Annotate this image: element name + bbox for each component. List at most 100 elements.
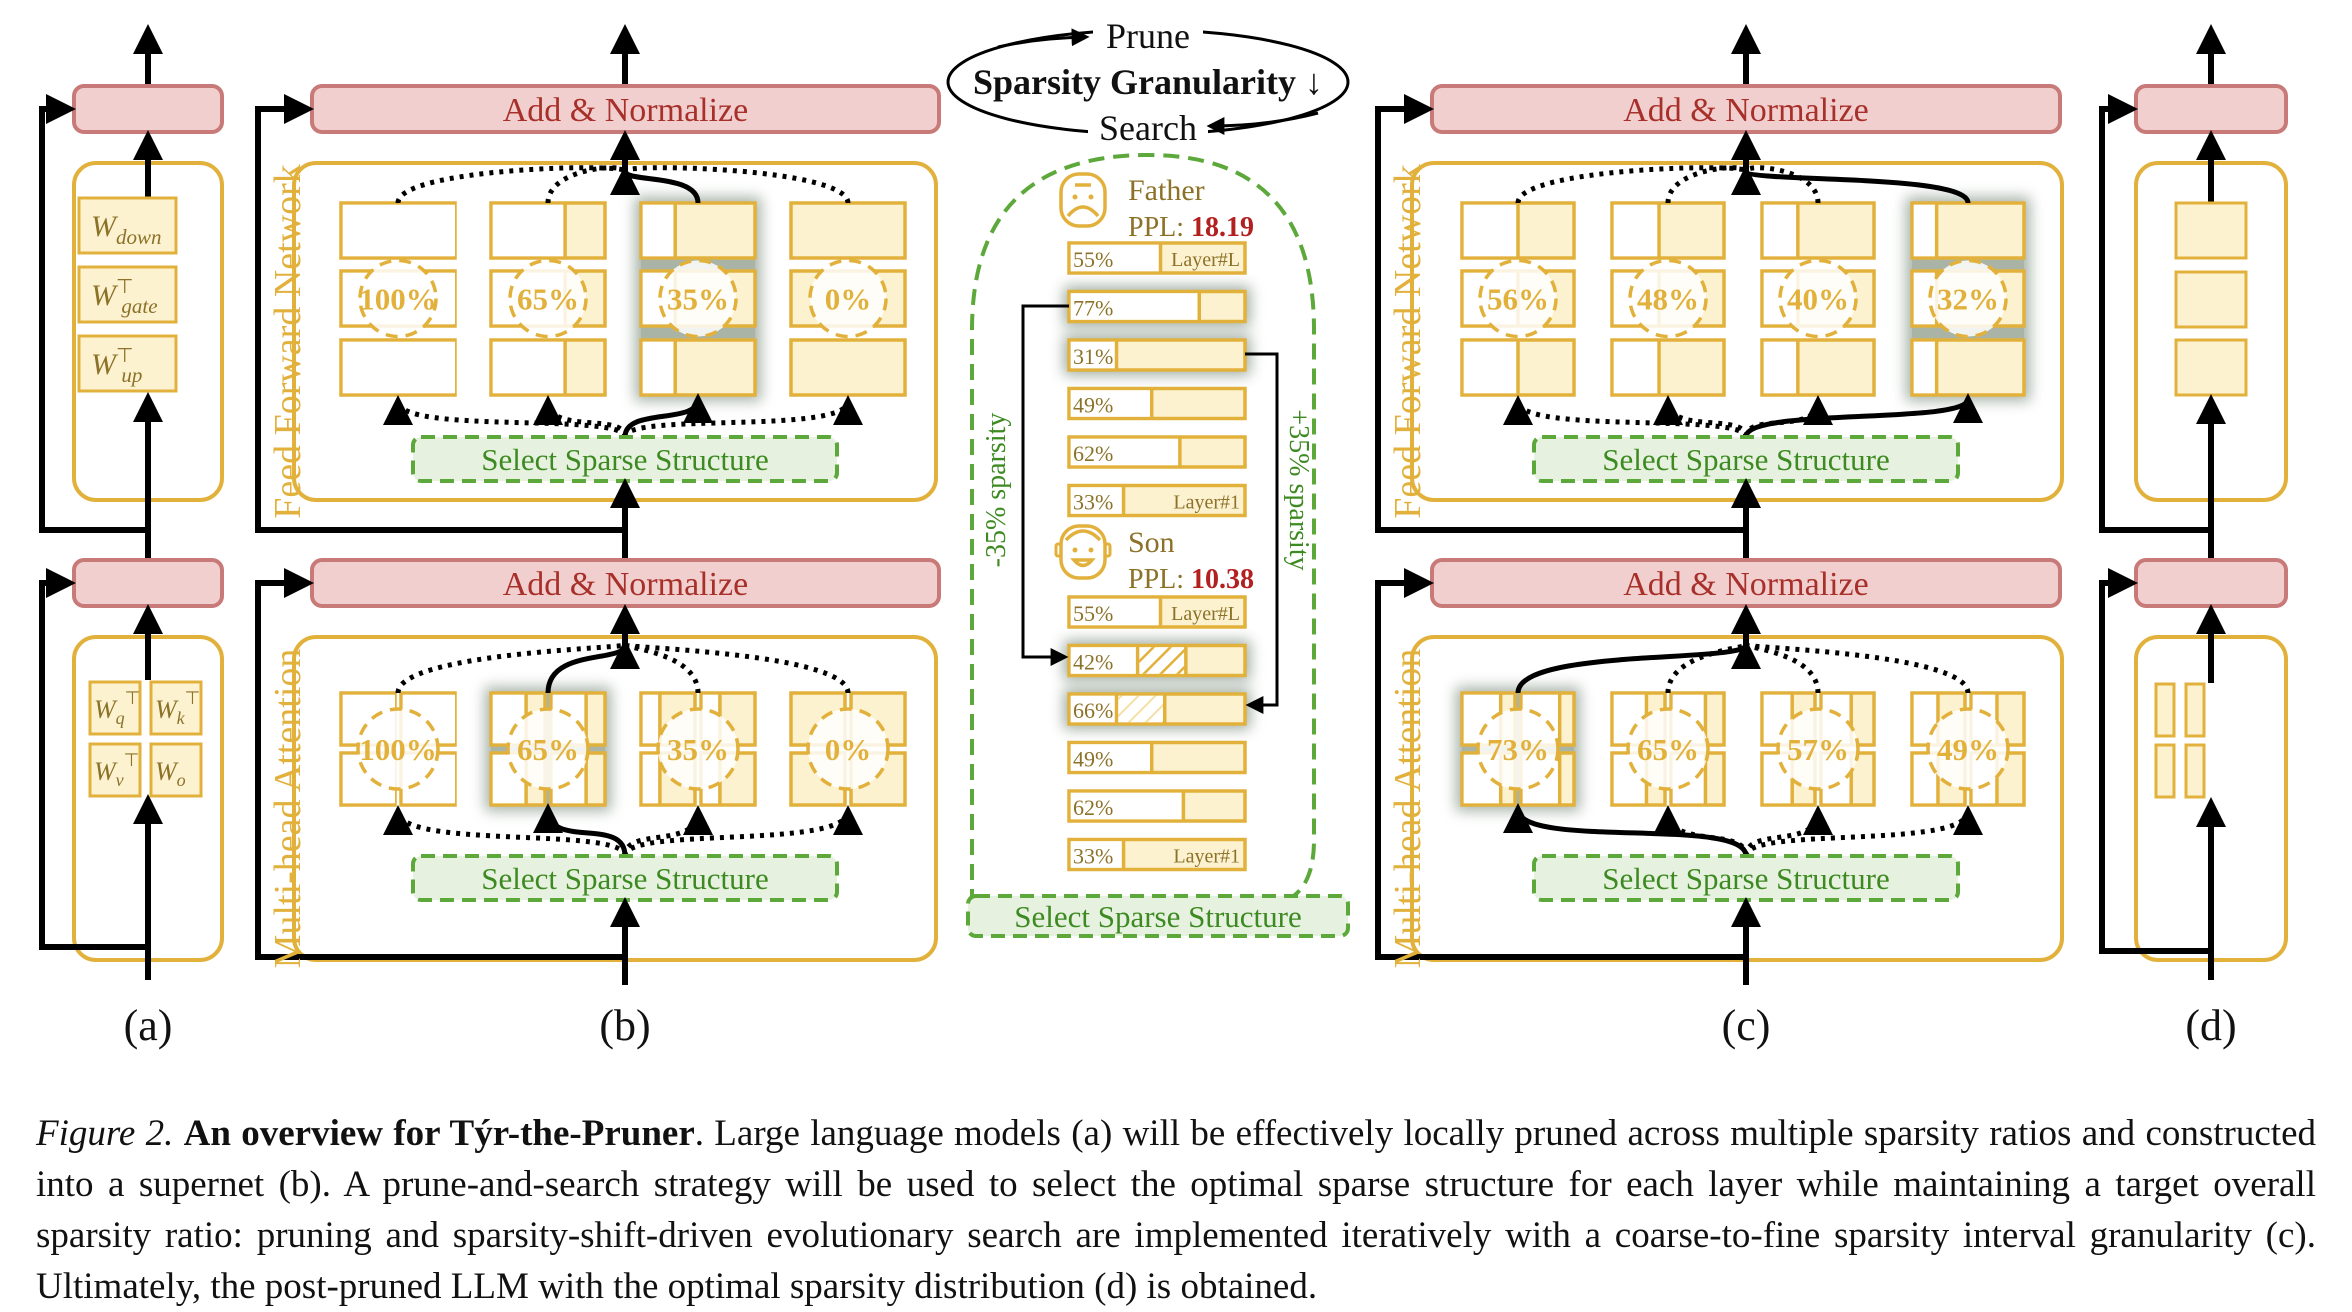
layer-kept-part xyxy=(1070,598,1161,626)
layer-kept-part xyxy=(1070,390,1152,417)
layer-kept-part xyxy=(1070,244,1161,272)
pruned-ffn-block xyxy=(2174,201,2248,260)
residual-skip-arrow xyxy=(1375,568,1746,960)
minus-sparsity-arrow xyxy=(1021,304,1069,666)
residual-skip-arrow xyxy=(39,94,148,533)
sparsity-ratio-label: 35% xyxy=(667,282,729,317)
layer-sparsity-label: 31% xyxy=(1073,344,1113,369)
prune-label: Prune xyxy=(1106,16,1190,56)
candidate-path-out xyxy=(1743,165,1821,204)
sparsity-circle xyxy=(658,258,738,339)
sparsity-circle xyxy=(656,707,740,791)
sparsity-ratio-label: 100% xyxy=(359,282,437,317)
caption-figure-label: Figure 2. xyxy=(36,1113,174,1154)
search-select-sparse-structure-box xyxy=(966,894,1350,938)
ffn-vertical-label: Feed Forward Network xyxy=(1387,164,1429,519)
ffn-kept-part xyxy=(1763,341,1798,394)
weight-matrix-box xyxy=(88,742,142,798)
layer-kept-part xyxy=(1070,341,1117,369)
sparsity-ratio-label: 56% xyxy=(1487,282,1549,317)
attention-kept-part xyxy=(642,694,660,744)
ffn-kept-part xyxy=(642,341,676,394)
weight-matrix-label: Wv⊤ xyxy=(94,750,139,790)
layer-sparsity-label: 42% xyxy=(1073,650,1113,675)
sparsity-ratio-label: 65% xyxy=(1637,732,1699,767)
ffn-kept-part xyxy=(642,204,676,257)
layer-sparsity-label: 49% xyxy=(1073,747,1113,772)
panel-label-a: (a) xyxy=(124,1001,173,1050)
add-normalize-box xyxy=(72,84,224,134)
cycle-gap xyxy=(1093,18,1203,58)
candidate-path-out xyxy=(395,165,628,204)
sparsity-ratio-label: 35% xyxy=(667,732,729,767)
sparsity-circle xyxy=(508,258,588,339)
main-layer xyxy=(39,18,2288,985)
add-normalize-label: Add & Normalize xyxy=(503,92,749,129)
eye xyxy=(1088,194,1094,200)
candidate-path-in xyxy=(1653,395,1749,438)
ppl-value: 18.19 xyxy=(1191,212,1254,243)
eye xyxy=(1072,194,1078,200)
residual-skip-arrow xyxy=(2099,94,2211,533)
sparsity-ratio-label: 40% xyxy=(1787,282,1849,317)
pruned-head-block xyxy=(2154,743,2176,799)
weight-matrix-label: Wq⊤ xyxy=(94,688,140,728)
layer-index-label: Layer#1 xyxy=(1173,492,1240,514)
weight-matrix-box xyxy=(149,680,203,736)
sparsity-shift-hatch xyxy=(1118,695,1165,723)
ffn-weight-block xyxy=(789,338,907,397)
layer-index-label: Layer#L xyxy=(1171,603,1240,625)
layer-sparsity-label: 33% xyxy=(1073,490,1113,515)
select-sparse-structure-label: Select Sparse Structure xyxy=(481,861,769,896)
sparsity-circle xyxy=(1928,258,2008,339)
sparsity-ratio-label: 0% xyxy=(825,732,872,767)
layer-kept-part xyxy=(1070,647,1138,674)
hair xyxy=(1064,529,1102,542)
layer-kept-part xyxy=(1070,695,1117,723)
sparsity-ratio-label: 49% xyxy=(1937,732,1999,767)
candidate-path-out xyxy=(622,642,851,694)
individual-name: Son xyxy=(1128,526,1175,559)
selected-path-in xyxy=(1743,393,1983,438)
plus-sparsity-arrow xyxy=(1245,352,1279,714)
sparsity-circle xyxy=(1926,707,2010,791)
candidate-path-out xyxy=(545,165,628,204)
minus-sparsity-label: -35% sparsity xyxy=(981,413,1012,568)
candidate-path-out xyxy=(395,642,628,694)
attention-vertical-label: Multi-head Attention xyxy=(1387,649,1429,969)
add-normalize-label: Add & Normalize xyxy=(503,566,749,603)
residual-skip-arrow xyxy=(39,568,148,950)
add-normalize-box xyxy=(2134,84,2288,134)
sparsity-ratio-label: 65% xyxy=(517,732,579,767)
candidate-path-in xyxy=(383,395,628,439)
candidate-path-in xyxy=(622,805,713,857)
sparsity-circle xyxy=(356,707,440,791)
layer-index-label: Layer#L xyxy=(1171,249,1240,271)
add-normalize-label: Add & Normalize xyxy=(1623,566,1869,603)
search-space-outline xyxy=(970,152,1316,907)
residual-skip-arrow xyxy=(2099,568,2211,954)
layer-sparsity-label: 55% xyxy=(1073,247,1113,272)
layer-kept-part xyxy=(1070,792,1184,820)
candidate-path-in xyxy=(383,805,628,857)
sparsity-shift-hatch xyxy=(1139,647,1186,674)
layer-sparsity-label: 66% xyxy=(1073,698,1113,723)
sparsity-ratio-label: 100% xyxy=(359,732,437,767)
ffn-kept-part xyxy=(1913,204,1937,257)
ppl-readout: PPL: 18.19 xyxy=(1128,212,1254,243)
panel-label-c: (c) xyxy=(1722,1001,1771,1050)
ffn-kept-part xyxy=(1463,204,1518,257)
panel-label-b: (b) xyxy=(599,1001,650,1050)
ear xyxy=(1054,542,1063,558)
layer-sparsity-label: 62% xyxy=(1073,441,1113,466)
select-sparse-structure-label: Select Sparse Structure xyxy=(481,442,769,477)
pruned-ffn-block xyxy=(2174,338,2248,397)
ffn-kept-part xyxy=(492,341,566,394)
sparsity-ratio-label: 48% xyxy=(1637,282,1699,317)
residual-skip-arrow xyxy=(255,94,625,533)
weight-matrix-label: W⊤up xyxy=(91,345,142,387)
weight-matrix-label: Wk⊤ xyxy=(155,688,200,728)
candidate-path-in xyxy=(1743,805,1833,857)
weight-matrix-box xyxy=(149,742,203,798)
